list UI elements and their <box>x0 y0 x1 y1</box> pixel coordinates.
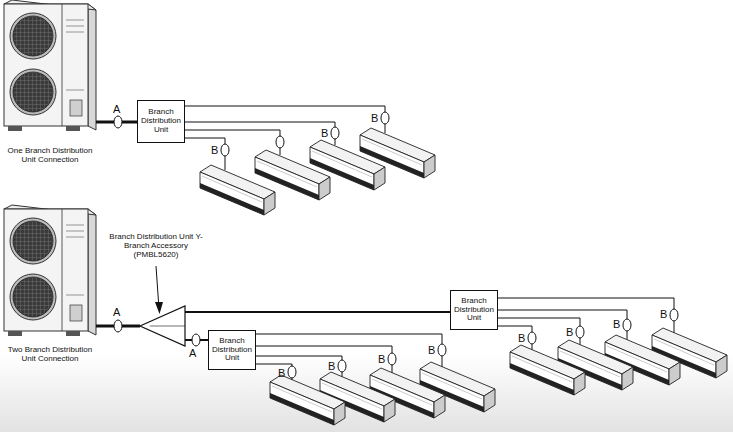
pipe-letter: B <box>518 332 525 344</box>
pipe-letter: B <box>428 344 435 356</box>
callout-text: Branch Distribution Unit Y-Branch Access… <box>104 232 208 260</box>
pipe-letter: A <box>113 306 120 318</box>
pipe-letter: B <box>378 353 385 365</box>
config-caption: Two Branch Distribution Unit Connection <box>0 345 100 363</box>
pipe-letter: B <box>371 112 378 124</box>
pipe-letter: B <box>566 326 573 338</box>
branch-box: Branch Distribution Unit <box>450 290 498 330</box>
branch-box: Branch Distribution Unit <box>137 100 185 143</box>
box-label: Branch Distribution Unit <box>211 337 253 363</box>
branch-box: Branch Distribution Unit <box>208 330 256 370</box>
box-label: Branch Distribution Unit <box>140 108 182 134</box>
pipe-letter: B <box>321 127 328 139</box>
pipe-letter: A <box>113 103 120 115</box>
pipe-letter: B <box>328 360 335 372</box>
pipe-letter: B <box>613 318 620 330</box>
box-label: Branch Distribution Unit <box>453 297 495 323</box>
config-caption: One Branch Distribution Unit Connection <box>0 146 100 164</box>
pipe-letter: A <box>189 347 196 359</box>
pipe-letter: B <box>211 144 218 156</box>
pipe-letter: B <box>660 308 667 320</box>
pipe-letter: B <box>278 367 285 379</box>
